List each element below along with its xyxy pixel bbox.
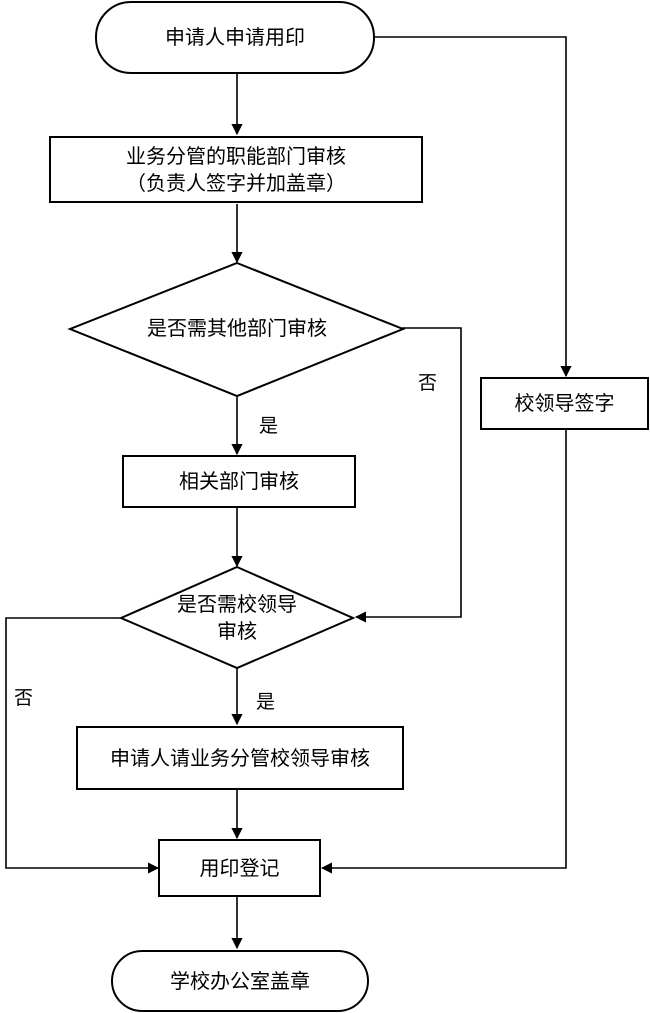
decision1-label: 是否需其他部门审核 bbox=[147, 316, 327, 340]
decision2-line1: 是否需校领导 bbox=[177, 592, 297, 616]
end-label: 学校办公室盖章 bbox=[170, 968, 310, 993]
leader-review-label: 申请人请业务分管校领导审核 bbox=[110, 745, 370, 770]
school-leader-sign-label: 校领导签字 bbox=[514, 391, 615, 415]
decision1-diamond bbox=[67, 261, 406, 398]
decision2-yes-label: 是 bbox=[256, 691, 276, 713]
dept-review-node: 业务分管的职能部门审核 （负责人签字并加盖章） bbox=[49, 136, 423, 203]
start-label: 申请人申请用印 bbox=[165, 25, 305, 49]
decision2-text: 是否需校领导 审核 bbox=[148, 591, 326, 645]
start-node: 申请人申请用印 bbox=[95, 1, 375, 74]
school-leader-sign-node: 校领导签字 bbox=[480, 377, 649, 430]
decision2-no-label: 否 bbox=[14, 687, 34, 709]
register-label: 用印登记 bbox=[199, 855, 280, 880]
dept-review-line2: （负责人签字并加盖章） bbox=[126, 170, 346, 195]
arrow-decision2-no bbox=[5, 617, 160, 874]
register-node: 用印登记 bbox=[158, 839, 321, 897]
decision1-yes-label: 是 bbox=[259, 415, 279, 437]
leader-review-node: 申请人请业务分管校领导审核 bbox=[76, 726, 404, 790]
related-dept-node: 相关部门审核 bbox=[122, 455, 356, 508]
arrow-leader-sign-to-register bbox=[320, 430, 567, 874]
arrow-start-to-leader-sign bbox=[374, 36, 572, 378]
decision1-text: 是否需其他部门审核 bbox=[110, 315, 364, 342]
related-dept-label: 相关部门审核 bbox=[179, 469, 299, 493]
end-node: 学校办公室盖章 bbox=[111, 950, 369, 1012]
decision2-diamond bbox=[118, 565, 356, 670]
decision1-no-label: 否 bbox=[418, 372, 438, 394]
arrow-decision1-no bbox=[354, 327, 462, 623]
decision2-line2: 审核 bbox=[217, 619, 257, 643]
dept-review-line1: 业务分管的职能部门审核 bbox=[126, 143, 346, 168]
